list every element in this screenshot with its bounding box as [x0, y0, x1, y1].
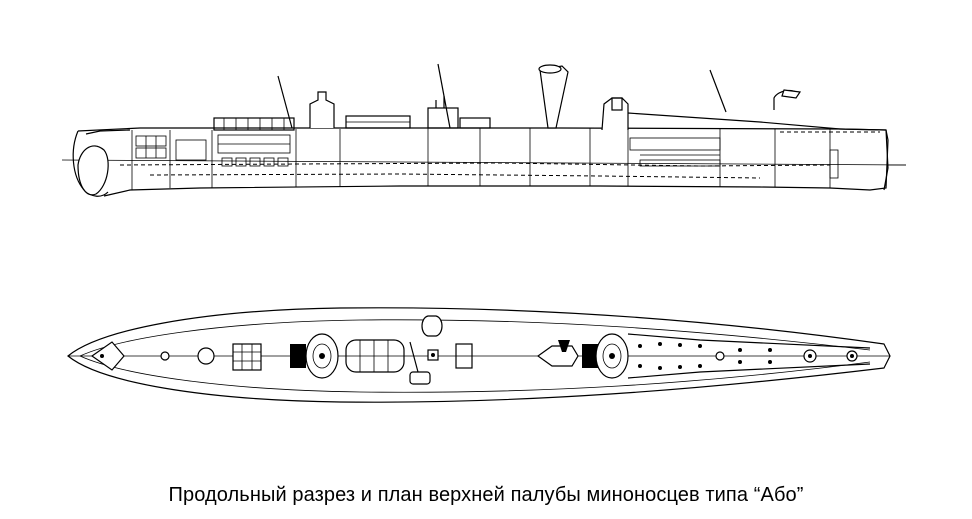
- aft-gun-platform: [290, 344, 306, 368]
- aft-hatch: [232, 343, 262, 371]
- ship-drawing: [61, 63, 907, 403]
- bulkheads: [131, 128, 831, 190]
- funnel: [539, 65, 569, 129]
- deck-plan-hull: [67, 307, 891, 403]
- forecastle-line: [627, 112, 841, 130]
- aft-deckhouse: [135, 117, 295, 167]
- longitudinal-section: [61, 63, 907, 197]
- aft-mast-base: [197, 347, 215, 365]
- bow: [839, 128, 889, 191]
- stern-plan: [90, 341, 125, 371]
- forward-turret: [601, 97, 629, 131]
- funnel-plan: [536, 345, 579, 367]
- waterline: [61, 159, 907, 166]
- boat: [409, 371, 431, 385]
- aft-turret: [309, 91, 335, 128]
- fore-mast: [709, 69, 727, 113]
- deck-plan: [67, 307, 891, 403]
- bridge-structure: [427, 107, 459, 129]
- aft-mast: [277, 75, 293, 129]
- caption: Продольный разрез и план верхней палубы …: [168, 484, 804, 506]
- forecastle-fittings: [638, 342, 772, 370]
- fore-gun-platform: [582, 344, 598, 368]
- bridge-plan: [421, 315, 443, 337]
- main-mast: [437, 63, 451, 129]
- midship-hatches: [345, 339, 405, 373]
- rudder: [77, 145, 109, 196]
